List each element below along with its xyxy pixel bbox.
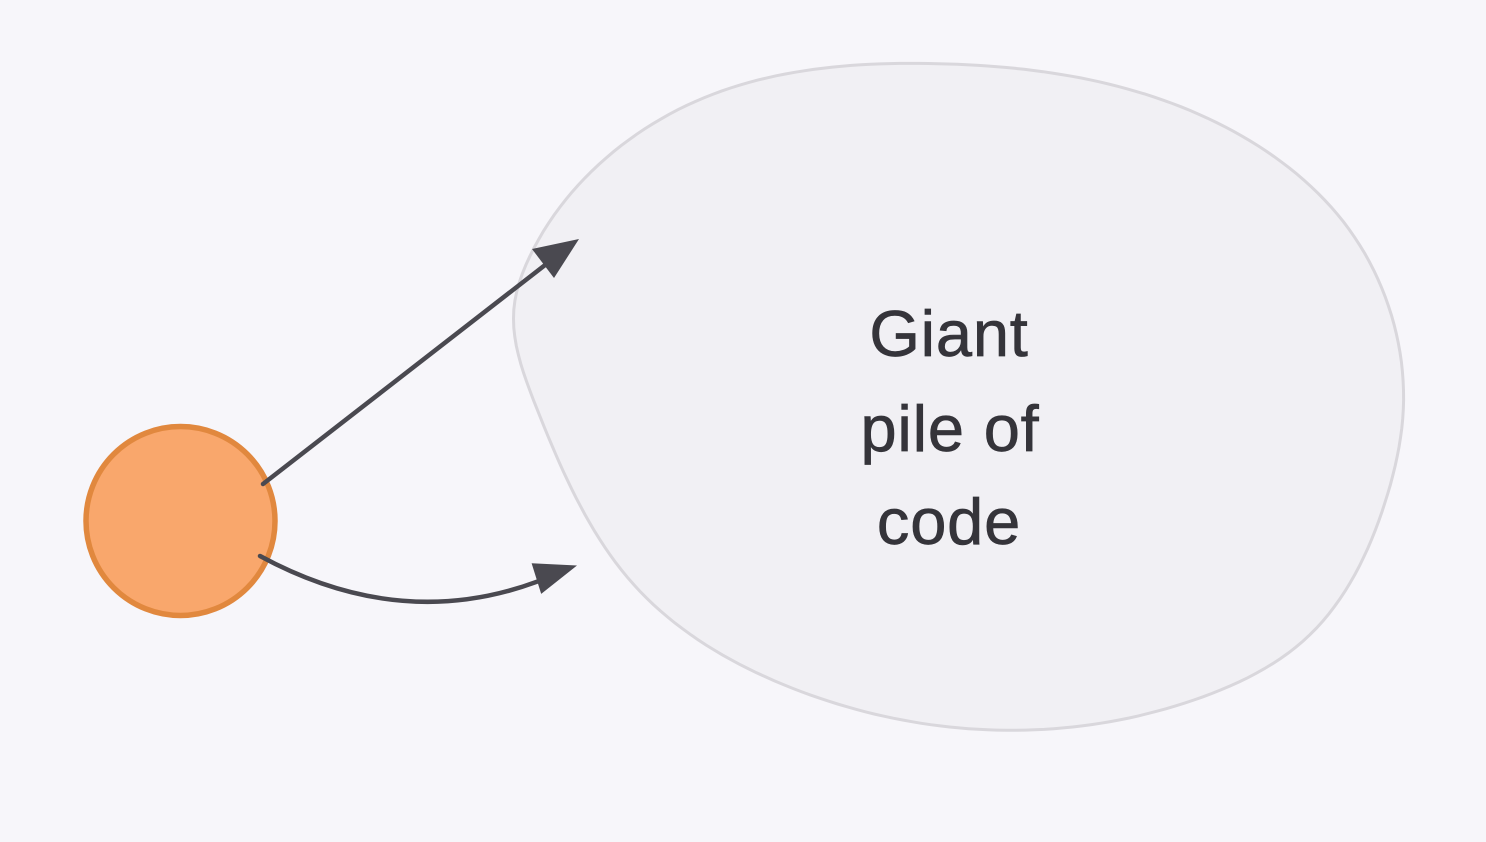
svg-text:Giant: Giant [869, 297, 1028, 370]
svg-text:pile of: pile of [860, 392, 1039, 465]
svg-text:code: code [877, 485, 1021, 558]
